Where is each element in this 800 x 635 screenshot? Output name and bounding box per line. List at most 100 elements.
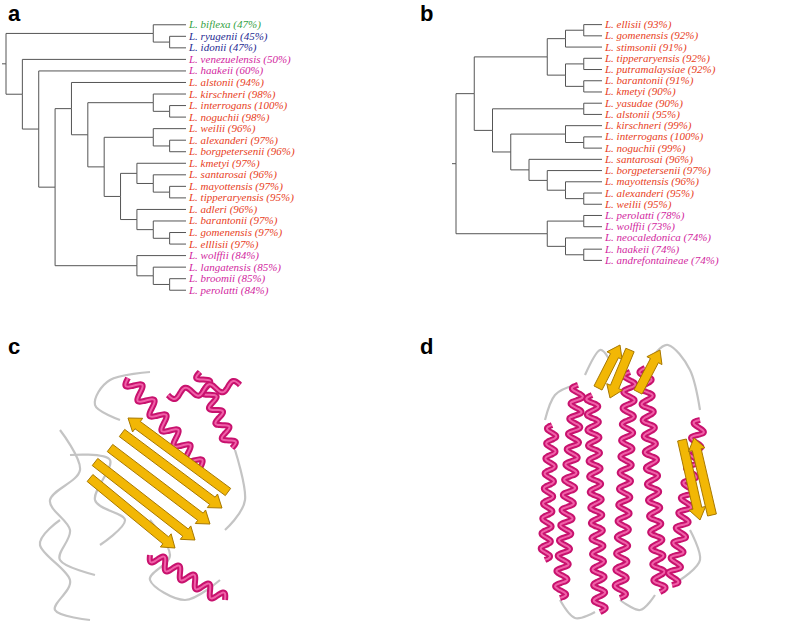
tree-branch xyxy=(153,129,186,138)
tree-branch xyxy=(170,279,186,285)
tree-branch xyxy=(566,126,603,134)
tree-branch xyxy=(153,33,169,42)
tree-branch xyxy=(566,182,603,190)
species-label: L. yasudae (90%) xyxy=(605,97,683,110)
tree-branch xyxy=(137,220,153,230)
tree-branch xyxy=(170,284,186,290)
tree-branch xyxy=(137,209,186,219)
tree-branch xyxy=(137,173,153,183)
tree-b xyxy=(452,25,602,261)
tree-branch xyxy=(584,249,602,255)
beta-strand xyxy=(87,475,175,548)
species-label: L. venezuelensis (50%) xyxy=(189,53,291,66)
tree-branch xyxy=(153,175,186,184)
alpha-helix-highlight xyxy=(555,385,583,598)
species-label: L. kmetyi (90%) xyxy=(605,85,676,98)
tree-branch xyxy=(88,103,153,135)
tree-branch xyxy=(584,193,602,199)
coil-loop xyxy=(40,520,90,620)
tree-branch xyxy=(566,190,584,198)
tree-branch xyxy=(153,230,169,239)
tree-branch xyxy=(153,94,186,103)
beta-strand xyxy=(688,438,716,516)
tree-branch xyxy=(566,246,584,254)
alpha-helix xyxy=(150,555,226,600)
tree-branch xyxy=(104,137,153,167)
species-label: L. barantonii (97%) xyxy=(189,214,277,227)
species-label: L. perolatti (84%) xyxy=(189,284,268,297)
species-label: L. alstonii (94%) xyxy=(189,76,264,89)
tree-branch xyxy=(493,109,584,131)
species-label: L. interrogans (100%) xyxy=(189,99,287,112)
species-label: L. langatensis (85%) xyxy=(189,261,281,274)
tree-branch xyxy=(22,94,38,129)
tree-branch xyxy=(137,163,186,173)
tree-branch xyxy=(39,129,55,187)
tree-branch xyxy=(584,221,602,227)
species-label: L. alexanderi (97%) xyxy=(189,134,278,147)
alpha-helix xyxy=(168,381,240,399)
species-label: L. stimsonii (91%) xyxy=(605,41,687,54)
species-label: L. broomii (85%) xyxy=(189,272,265,285)
alpha-helix xyxy=(586,395,605,612)
tree-branch xyxy=(170,36,186,42)
tree-branch xyxy=(153,276,169,285)
tree-branch xyxy=(584,255,602,261)
tree-branch xyxy=(153,25,186,34)
tree-branch xyxy=(529,170,547,181)
tree-branch xyxy=(584,86,602,92)
tree-branch xyxy=(456,164,547,234)
tree-branch xyxy=(153,267,186,276)
alpha-helix xyxy=(541,425,557,560)
tree-branch xyxy=(170,140,186,146)
tree-branch xyxy=(121,196,137,219)
species-label: L. andrefontaineae (74%) xyxy=(605,254,719,267)
species-label: L. haakeii (60%) xyxy=(189,64,263,77)
alpha-helix-highlight xyxy=(586,395,605,612)
species-label: L. kirschneri (99%) xyxy=(605,119,691,132)
tree-branch xyxy=(474,94,492,131)
tree-branch xyxy=(71,109,87,135)
species-label: L. ryugenii (45%) xyxy=(189,30,268,43)
species-label: L. gomenensis (97%) xyxy=(189,226,282,239)
beta-strand xyxy=(119,429,222,508)
tree-branch xyxy=(153,221,186,230)
alpha-helix-highlight xyxy=(615,372,636,598)
tree-branch xyxy=(55,109,71,188)
species-label: L. borgpetersenii (96%) xyxy=(189,145,295,158)
tree-branch xyxy=(547,180,565,190)
tree-branch xyxy=(584,81,602,87)
tree-branch xyxy=(529,159,602,170)
species-label: L. tipperaryensis (92%) xyxy=(605,52,710,65)
species-label: L. santarosai (96%) xyxy=(605,153,693,166)
tree-root xyxy=(452,163,456,164)
species-label: L. mayottensis (96%) xyxy=(605,175,699,188)
tree-branch xyxy=(584,64,602,70)
tree-branch xyxy=(170,106,186,112)
panel-letter: b xyxy=(420,2,433,26)
beta-strand xyxy=(634,350,662,394)
tree-branch xyxy=(547,39,565,57)
alpha-helix-highlight xyxy=(639,368,665,592)
tree-branch xyxy=(584,103,602,109)
tree-branch xyxy=(566,238,603,246)
tree-branch xyxy=(584,109,602,115)
tree-branch xyxy=(170,42,186,48)
tree-branch xyxy=(511,134,566,152)
panel-letter: c xyxy=(8,335,20,359)
tree-branch xyxy=(566,30,584,38)
species-label: L. noguchii (99%) xyxy=(605,142,685,155)
species-label: L. alstonii (95%) xyxy=(605,108,680,121)
tree-branch xyxy=(584,30,602,36)
tree-branch xyxy=(584,215,602,221)
tree-branch xyxy=(153,103,169,112)
protein-structure-c xyxy=(40,372,245,620)
alpha-helix-highlight xyxy=(168,381,240,399)
tree-a xyxy=(2,25,186,290)
species-label: L. noguchii (98%) xyxy=(189,111,269,124)
tree-branch xyxy=(584,137,602,143)
tree-branch xyxy=(584,199,602,205)
species-label: L. neocaledonica (74%) xyxy=(605,231,711,244)
species-label: L. haakeii (74%) xyxy=(605,243,679,256)
